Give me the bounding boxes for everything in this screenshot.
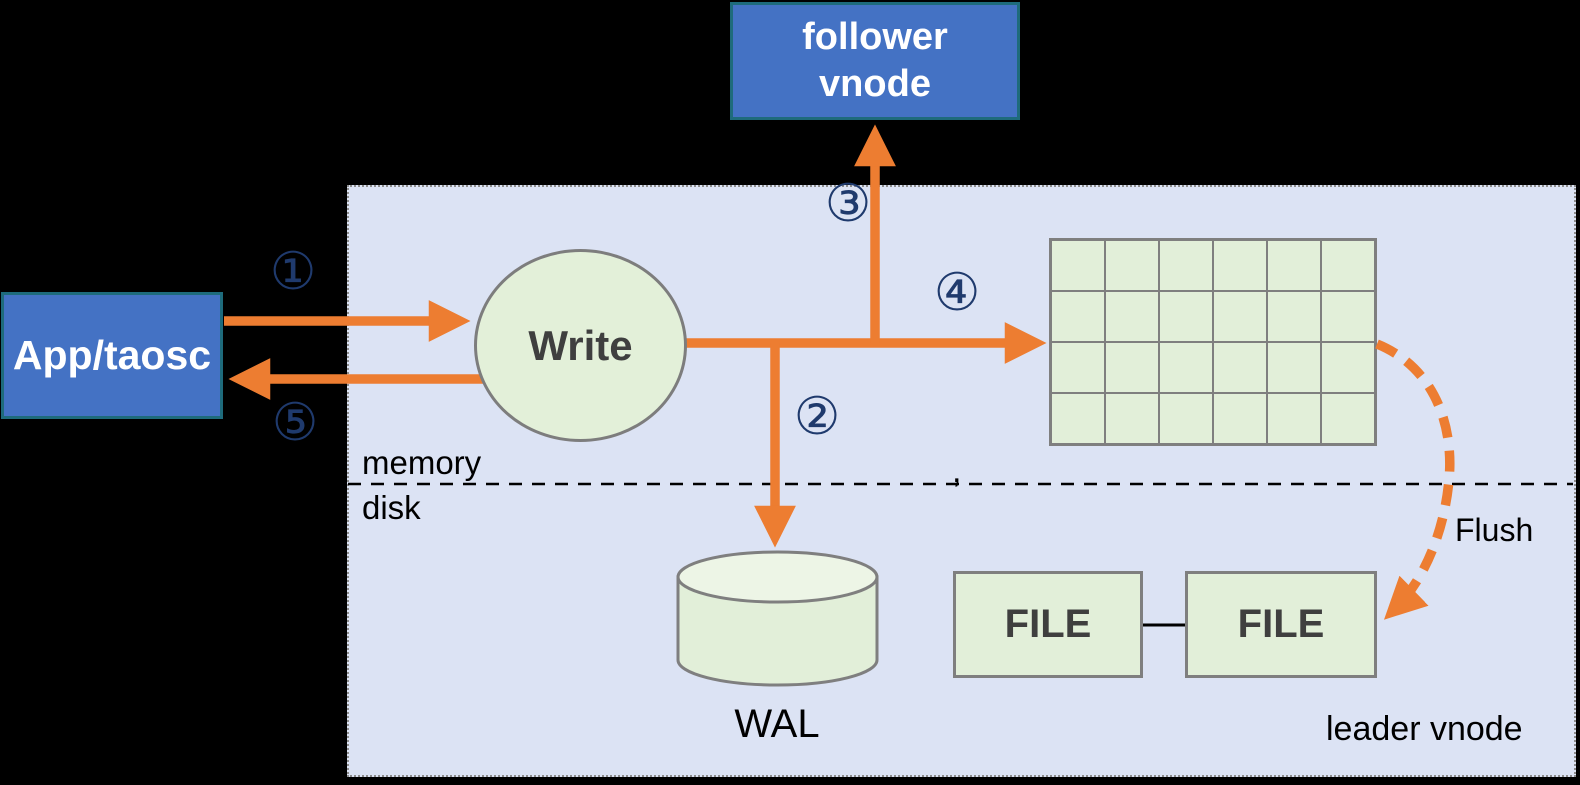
flush-label: Flush — [1455, 512, 1534, 548]
memtable-cell — [1051, 393, 1105, 444]
step-2-badge: ② — [793, 387, 841, 447]
file-node-left: FILE — [953, 571, 1143, 678]
step-3-badge: ③ — [824, 174, 872, 234]
memtable-cell — [1159, 240, 1213, 291]
memtable-cell — [1105, 240, 1159, 291]
write-process-node: Write — [474, 249, 687, 442]
memtable-cell — [1213, 342, 1267, 393]
memtable-cell — [1321, 342, 1375, 393]
memtable-cell — [1267, 240, 1321, 291]
follower-vnode-label-line1: follower — [802, 15, 948, 58]
memtable-cell — [1321, 393, 1375, 444]
memtable-cell — [1159, 393, 1213, 444]
memtable-cell — [1267, 291, 1321, 342]
memtable-cell — [1267, 342, 1321, 393]
file-left-label: FILE — [1004, 602, 1092, 646]
memtable-cell — [1105, 393, 1159, 444]
leader-vnode-label: leader vnode — [1326, 710, 1523, 748]
memtable-cell — [1159, 291, 1213, 342]
file-right-label: FILE — [1237, 602, 1325, 646]
memtable-cell — [1321, 291, 1375, 342]
memtable-cell — [1213, 393, 1267, 444]
file-node-right: FILE — [1185, 571, 1377, 678]
follower-vnode-node: follower vnode — [730, 2, 1020, 120]
memtable-cell — [1051, 342, 1105, 393]
app-taosc-node: App/taosc — [1, 292, 223, 419]
memtable-cell — [1051, 240, 1105, 291]
memtable-grid — [1049, 238, 1377, 446]
follower-vnode-label-line2: vnode — [819, 63, 931, 105]
memtable-cell — [1105, 291, 1159, 342]
write-label: Write — [528, 321, 633, 369]
app-taosc-label: App/taosc — [12, 332, 212, 378]
memtable-cell — [1213, 291, 1267, 342]
memtable-cell — [1159, 342, 1213, 393]
step-1-badge: ① — [269, 242, 317, 302]
stray-comma-mark: , — [952, 452, 962, 490]
disk-zone-label: disk — [362, 489, 421, 526]
step-5-badge: ⑤ — [271, 393, 319, 453]
memory-zone-label: memory — [362, 444, 482, 481]
wal-label: WAL — [734, 702, 820, 746]
memtable-cell — [1051, 291, 1105, 342]
memtable-cell — [1213, 240, 1267, 291]
step-4-badge: ④ — [933, 263, 981, 323]
memtable-cell — [1267, 393, 1321, 444]
memtable-cell — [1105, 342, 1159, 393]
memtable-cell — [1321, 240, 1375, 291]
